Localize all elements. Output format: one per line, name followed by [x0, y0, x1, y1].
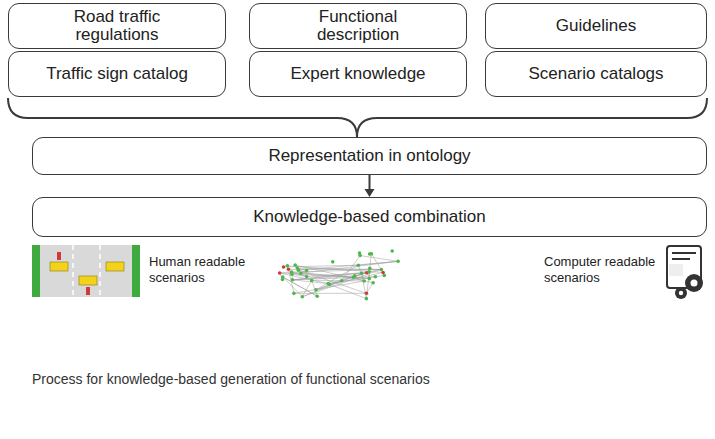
graph-node	[358, 251, 362, 255]
graph-node	[396, 260, 400, 264]
gear-hole	[679, 291, 683, 295]
box-text: Traffic sign catalog	[46, 65, 188, 83]
road-ground	[32, 245, 140, 297]
graph-edge	[283, 277, 317, 296]
graph-node	[281, 278, 285, 282]
graph-node	[362, 279, 366, 283]
box-text: Guidelines	[556, 17, 636, 35]
process-box: Expert knowledge	[249, 51, 467, 97]
process-box: Guidelines	[485, 3, 707, 49]
graph-edge	[358, 265, 364, 281]
binary-block	[669, 264, 683, 276]
arrow-head	[365, 189, 375, 197]
vehicle	[106, 262, 124, 271]
graph-node	[371, 281, 375, 285]
caption: Process for knowledge-based generation o…	[32, 371, 430, 387]
graph-node	[310, 279, 314, 283]
graph-edge	[294, 281, 364, 293]
graph-node	[299, 271, 303, 275]
graph-node	[282, 265, 286, 269]
graph-node	[353, 274, 357, 278]
computer-icon	[667, 246, 703, 299]
lane-marking	[72, 245, 74, 297]
graph-edge	[292, 274, 307, 276]
graph-node	[292, 292, 296, 296]
process-box: Representation in ontology	[32, 137, 707, 175]
process-box: Scenario catalogs	[485, 51, 707, 97]
graph-node	[328, 283, 332, 287]
merge-brace	[8, 98, 707, 137]
image-label: Human readable scenarios	[149, 254, 261, 285]
graph-edge	[330, 272, 384, 284]
graph-node	[390, 249, 394, 253]
graph-node	[300, 295, 304, 299]
graph-node	[295, 266, 299, 270]
box-text: Functional description	[283, 8, 433, 44]
graph-edge	[294, 293, 367, 294]
graph-node	[305, 275, 309, 279]
process-box: Knowledge-based combination	[32, 197, 707, 237]
graph-node	[305, 269, 309, 273]
graph-node	[357, 263, 361, 267]
ontology-graph-image	[278, 249, 400, 300]
document-line	[672, 258, 690, 260]
graph-node	[315, 294, 319, 298]
connector-line	[369, 175, 371, 190]
marker	[57, 252, 61, 260]
graph-node	[291, 278, 295, 282]
graph-edge	[301, 273, 369, 278]
box-text: Expert knowledge	[290, 65, 425, 83]
process-box: Road traffic regulations	[8, 3, 226, 49]
process-box: Traffic sign catalog	[8, 51, 226, 97]
document-shape	[667, 246, 701, 288]
graph-node	[381, 271, 385, 275]
graph-node	[365, 291, 369, 295]
graph-edge	[292, 273, 361, 280]
box-text: Road traffic regulations	[42, 8, 192, 44]
grass-strip	[132, 245, 140, 297]
process-box: Functional description	[249, 3, 467, 49]
marker	[86, 287, 90, 295]
graph-node	[278, 271, 282, 275]
box-text: Knowledge-based combination	[253, 208, 486, 226]
graph-edge	[360, 256, 398, 262]
box-text: Representation in ontology	[268, 147, 470, 165]
graph-node	[368, 252, 372, 256]
road-scene-image	[32, 245, 140, 297]
vehicle	[50, 262, 68, 271]
graph-edge	[295, 265, 373, 283]
graph-node	[360, 271, 364, 275]
flow-arrow	[365, 175, 375, 197]
graph-node	[368, 267, 372, 271]
box-text: Scenario catalogs	[528, 65, 663, 83]
graph-edge	[316, 272, 369, 290]
graph-node	[374, 275, 378, 279]
gear	[675, 287, 687, 299]
graph-node	[340, 279, 344, 283]
graph-edge	[330, 284, 367, 298]
graph-edge	[288, 269, 293, 293]
grass-strip	[32, 245, 40, 297]
graph-node	[286, 264, 290, 268]
graph-node	[290, 272, 294, 276]
graph-node	[287, 268, 291, 272]
image-label: Computer readable scenarios	[544, 254, 662, 285]
graph-node	[367, 277, 371, 281]
graph-node	[293, 263, 297, 267]
document-line	[672, 252, 696, 254]
lane-marking	[99, 245, 101, 297]
graph-node	[314, 288, 318, 292]
gear	[685, 274, 703, 292]
gear-hole	[691, 280, 698, 287]
graph-node	[331, 260, 335, 264]
graph-node	[365, 297, 369, 301]
graph-node	[367, 270, 371, 274]
vehicle	[79, 276, 97, 285]
graph-edge	[283, 277, 317, 296]
